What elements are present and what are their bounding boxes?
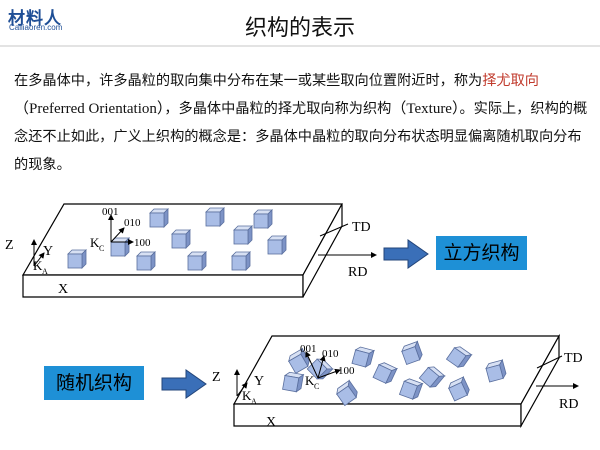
bottom-slab [232,333,561,429]
para-highlight: 择尤取向 [482,73,539,89]
grain-cube [233,225,253,245]
bottom-z-label: Z [212,370,221,385]
grain-cube [171,229,191,249]
top-transition-arrow [383,239,429,269]
top-td-leader [319,223,349,237]
top-z-label: Z [5,238,14,253]
para-text-4: （Texture） [391,101,460,117]
grain-cube [267,235,287,255]
bottom-crystal-axes [305,351,341,379]
para-text-5: 。实际上，织构的概念还不止如此，广义上织构的概念是：多晶体中晶粒的取向分布状态明… [14,101,588,173]
top-dir100-label: 100 [134,237,151,249]
bottom-ka-label: K [242,388,252,403]
title-divider [0,45,600,47]
bottom-y-label: Y [254,374,264,389]
top-dir001-label: 001 [102,206,119,218]
grain-cube [110,237,130,257]
bottom-kc-label: K [305,373,315,388]
logo-text: 材料人 [8,9,62,29]
grain-cube [205,207,225,227]
top-x-label: X [58,282,68,297]
logo: 材料人 Cailiaoren.com [6,4,98,34]
top-rd-label: RD [348,265,367,280]
bottom-td-leader [536,355,563,369]
top-y-label: Y [43,244,53,259]
grain-cube [187,251,207,271]
top-kc-label: K [90,235,100,250]
bottom-kc-sub: C [314,382,319,391]
top-crystal-axes [108,214,134,245]
top-slab [21,203,344,298]
bottom-transition-arrow [161,369,207,399]
bottom-dir001-label: 001 [300,343,317,355]
top-ka-sub: A [42,267,48,276]
top-td-label: TD [352,220,371,235]
bottom-dir010-label: 010 [322,348,339,360]
page-title: 织构的表示 [244,16,355,41]
para-text-1: 在多晶体中，许多晶粒的取向集中分布在某一或某些取向位置附近时，称为 [14,73,483,89]
cube-texture-label: 立方织构 [436,236,527,270]
grain-cube [282,371,304,393]
bottom-ka-sub: A [251,397,257,406]
random-texture-label: 随机织构 [44,366,144,400]
grain-cube [149,208,169,228]
grain-cube [136,251,156,271]
grain-cube [67,249,87,269]
bottom-dir100-label: 100 [338,365,355,377]
definition-paragraph: 在多晶体中，许多晶粒的取向集中分布在某一或某些取向位置附近时，称为择尤取向 （Pr… [14,67,588,179]
para-text-3: ，多晶体中晶粒的择尤取向称为织构 [164,101,392,117]
top-kc-sub: C [99,244,104,253]
top-dir010-label: 010 [124,217,141,229]
para-text-2: （Preferred Orientation） [14,101,165,117]
logo-subtext: Cailiaoren.com [9,23,63,32]
top-sample-axes [31,239,45,267]
bottom-rd-label: RD [559,397,578,412]
bottom-sample-axes [234,369,248,397]
grain-cube [231,251,251,271]
top-ka-label: K [33,258,43,273]
bottom-td-label: TD [564,351,583,366]
bottom-x-label: X [266,415,276,430]
grain-cube [253,209,273,229]
